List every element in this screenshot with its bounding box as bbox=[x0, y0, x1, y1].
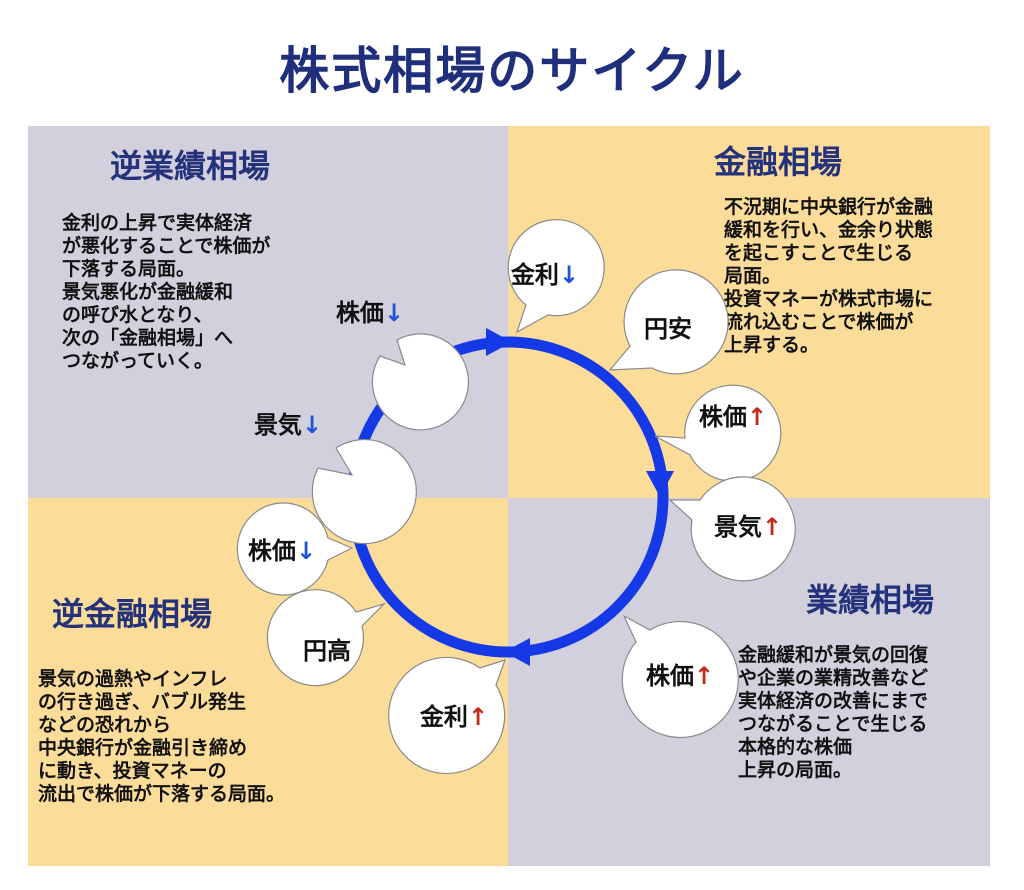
bubble-yen-weak: 円安 bbox=[608, 269, 729, 375]
arrow-down-icon: ↓ bbox=[559, 261, 579, 289]
arrow-down-icon: ↓ bbox=[296, 537, 316, 565]
arrow-up-icon: ↑ bbox=[468, 703, 488, 731]
bubble-label: 景気 bbox=[714, 513, 762, 541]
svg-text:株価↓: 株価↓ bbox=[336, 299, 404, 327]
cycle-arrowhead-right bbox=[646, 471, 674, 497]
bubble-stock-up-lower: 株価↑ bbox=[621, 614, 739, 739]
bubble-label: 金利 bbox=[419, 703, 468, 731]
bubble-label: 円高 bbox=[303, 637, 351, 665]
bubble-label: 株価 bbox=[336, 299, 384, 327]
svg-text:株価↑: 株価↑ bbox=[646, 662, 714, 690]
arrow-up-icon: ↑ bbox=[694, 662, 714, 690]
bubble-economy-up: 景気↑ bbox=[668, 476, 796, 582]
quadrant-text-reverse-earnings: 金利の上昇で実体経済 が悪化することで株価が 下落する局面。 景気悪化が金融緩和… bbox=[62, 212, 271, 372]
bubble-stock-up-upper: 株価↑ bbox=[654, 384, 782, 482]
svg-text:株価↓: 株価↓ bbox=[248, 537, 316, 565]
quadrant-text-financial: 不況期に中央銀行が金融 緩和を行い、金余り状態 を起こすことで生じる 局面。 投… bbox=[724, 196, 934, 356]
quadrant-title-financial: 金融相場 bbox=[714, 143, 843, 181]
quadrant-reverse-earnings bbox=[28, 126, 508, 498]
bubble-interest-down: 金利↓ bbox=[507, 219, 605, 334]
bubble-stock-down-upper: 株価↓ bbox=[336, 299, 469, 431]
cycle-arrowhead-bottom bbox=[504, 638, 530, 666]
bubble-label: 株価 bbox=[646, 662, 694, 690]
svg-text:景気↑: 景気↑ bbox=[714, 513, 782, 541]
quadrant-text-reverse-financial: 景気の過熱やインフレ の行き過ぎ、バブル発生 などの恐れから 中央銀行が金融引き… bbox=[38, 668, 286, 805]
arrow-down-icon: ↓ bbox=[302, 411, 322, 439]
svg-text:景気↓: 景気↓ bbox=[254, 411, 322, 439]
arrow-down-icon: ↓ bbox=[384, 299, 404, 327]
bubble-label: 株価 bbox=[248, 537, 296, 565]
quadrant-title-reverse-earnings: 逆業績相場 bbox=[110, 147, 271, 185]
bubble-label: 株価 bbox=[699, 403, 747, 431]
bubble-economy-down: 景気↓ bbox=[254, 411, 417, 545]
quadrant-text-earnings: 金融緩和が景気の回復 や企業の業精改善など 実体経済の改善にまで つながることで… bbox=[738, 644, 929, 781]
bubble-label: 円安 bbox=[644, 315, 692, 343]
bubble-yen-strong: 円高 bbox=[266, 589, 387, 687]
quadrant-title-reverse-financial: 逆金融相場 bbox=[52, 595, 213, 633]
quadrant-title-earnings: 業績相場 bbox=[806, 581, 935, 619]
svg-text:金利↑: 金利↑ bbox=[419, 703, 488, 731]
bubble-interest-up: 金利↑ bbox=[388, 656, 506, 774]
svg-text:株価↑: 株価↑ bbox=[699, 403, 767, 431]
bubble-label: 金利 bbox=[510, 261, 559, 289]
page-title: 株式相場のサイクル bbox=[279, 42, 745, 100]
svg-text:金利↓: 金利↓ bbox=[510, 261, 579, 289]
bubble-stock-down-lower: 株価↓ bbox=[236, 502, 354, 596]
cycle-arrowhead-top bbox=[486, 328, 512, 356]
bubble-label: 景気 bbox=[254, 411, 302, 439]
arrow-up-icon: ↑ bbox=[747, 403, 767, 431]
arrow-up-icon: ↑ bbox=[762, 513, 782, 541]
